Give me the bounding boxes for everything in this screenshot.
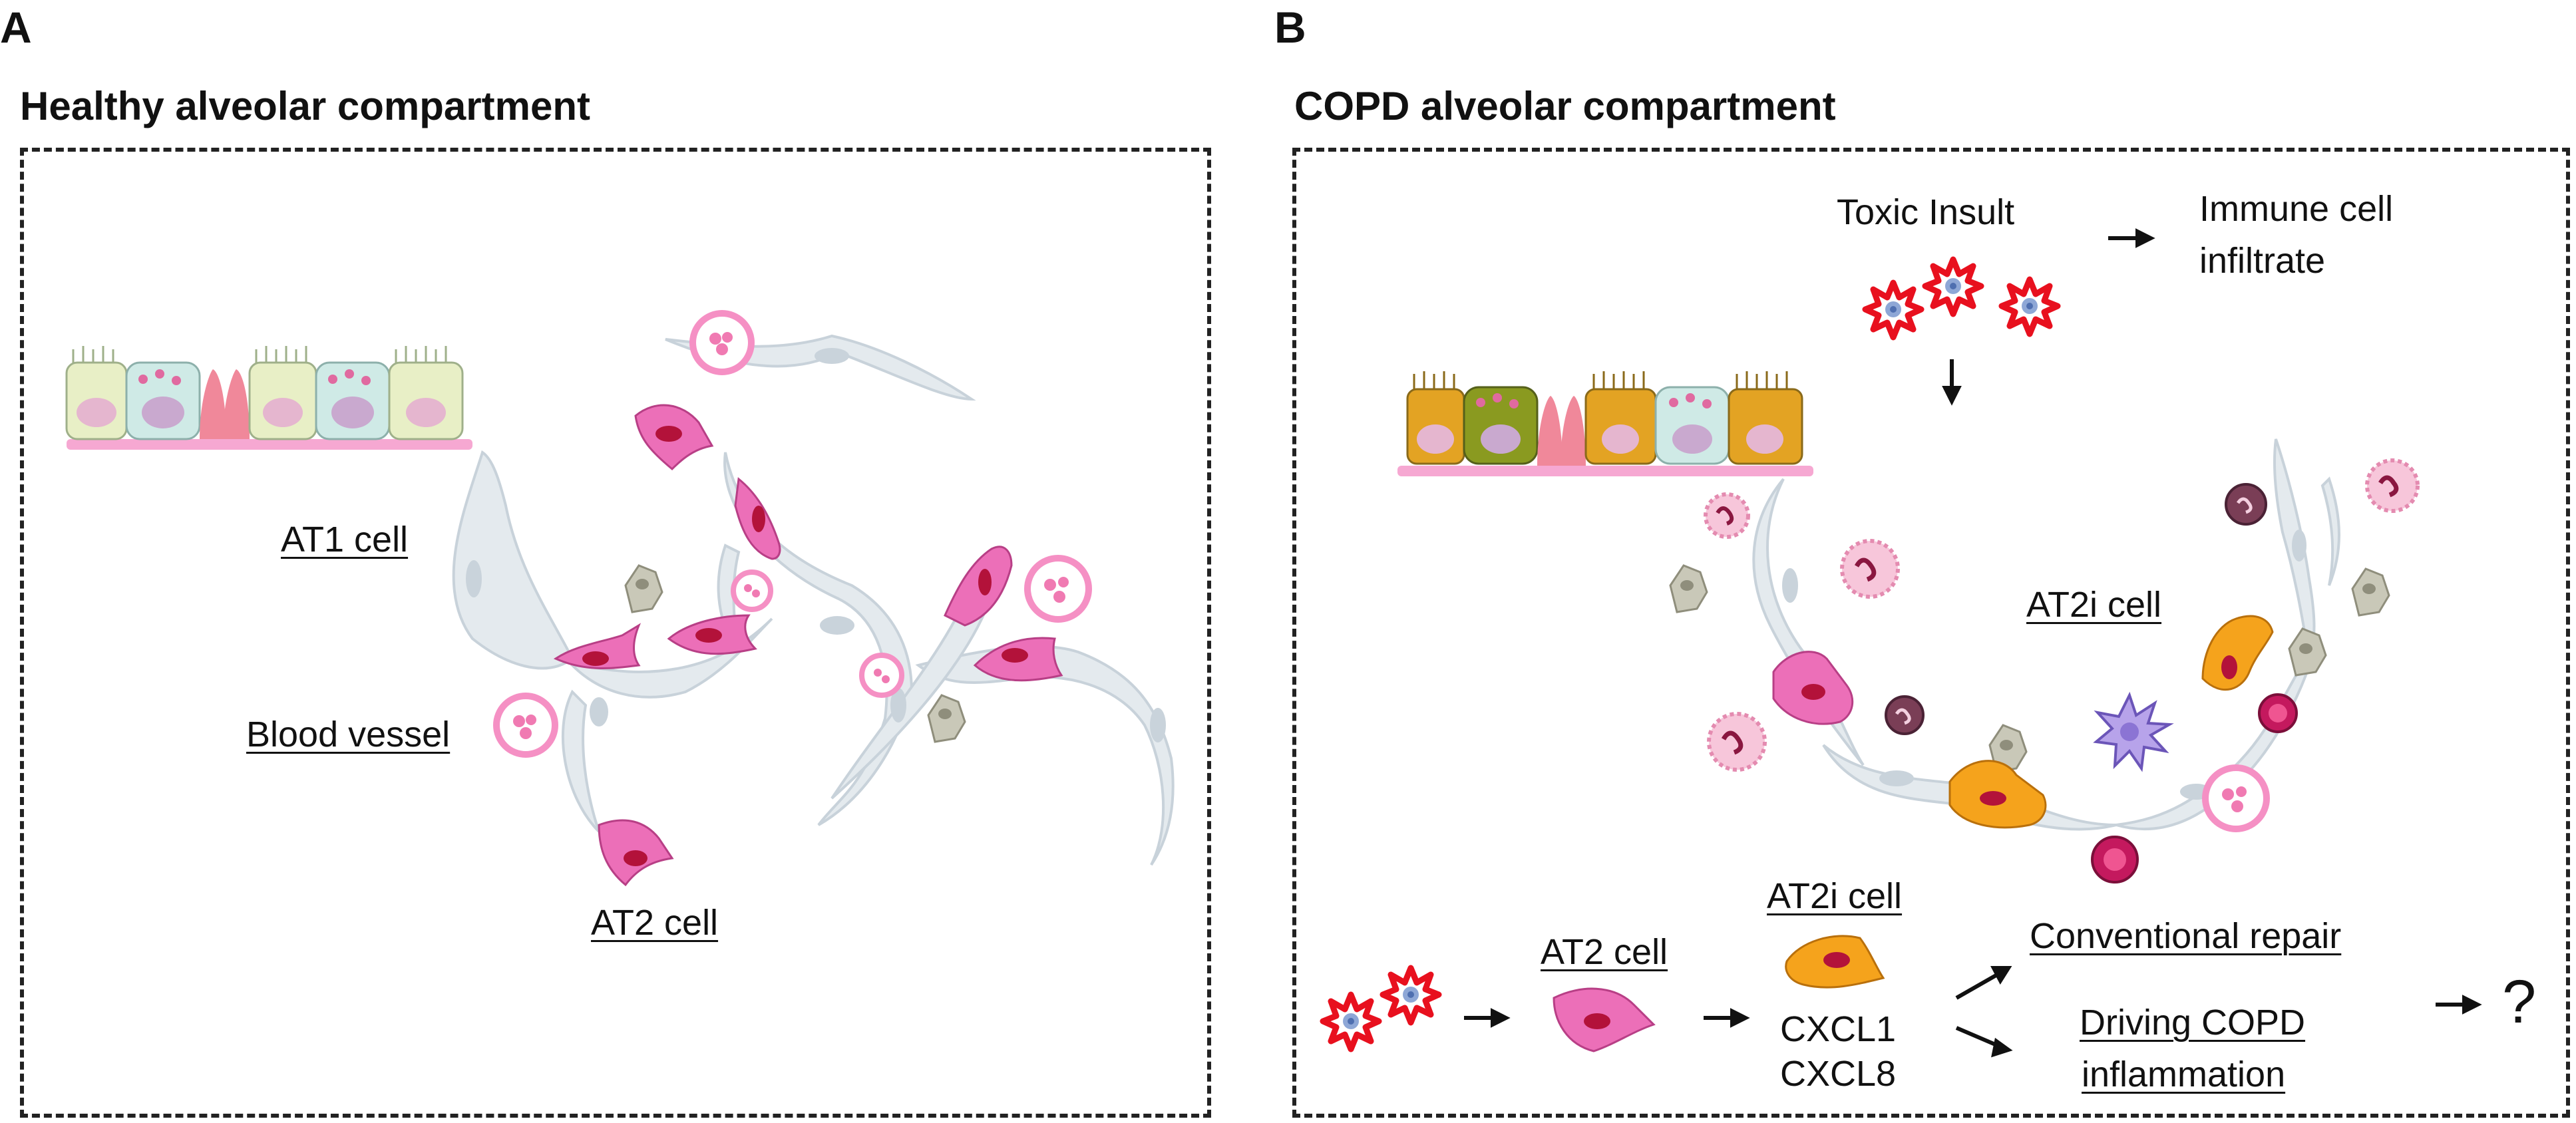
neutrophil [1842,541,1898,597]
label-inflammation: inflammation [2082,1055,2285,1094]
label-cxcl8: CXCL8 [1780,1054,1896,1094]
pathway-arrow-up-head [1994,968,2008,981]
label-driving-copd: Driving COPD [2080,1003,2305,1043]
neutrophil [2367,460,2418,511]
dendritic-cell [2096,695,2169,768]
lymphocyte [2092,837,2137,882]
toxic-particle [1323,995,1379,1049]
label-at2-cell-pathway: AT2 cell [1541,933,1668,972]
toxic-particle [1925,259,1981,314]
pathway-at2-cell [1554,989,1654,1051]
pathway-arrow-2-head [1732,1011,1746,1025]
granulocyte [1886,697,1923,734]
label-at2i-cell-center: AT2i cell [2026,585,2161,625]
copd-at2-cell [1773,652,1853,724]
neutrophil [1706,494,1748,537]
question-mark: ? [2502,971,2536,1033]
arrow-to-immune-head [2137,232,2151,245]
pathway-bursts [1323,968,1439,1049]
pathway-at2i-cell [1786,936,1883,987]
toxic-particle [2002,279,2058,334]
label-toxic-insult: Toxic Insult [1837,193,2014,232]
label-conventional-repair: Conventional repair [2030,917,2341,956]
lymphocyte [2259,695,2297,732]
blood-vessel [2205,768,2267,829]
neutrophil [1709,714,1765,770]
label-immune-line2: infiltrate [2199,241,2325,281]
pathway-arrow-3-head [2464,998,2478,1011]
toxic-particle [1865,283,1921,337]
arrow-down-head [1945,388,1958,401]
toxic-insult-particles [1865,259,2058,337]
label-cxcl1: CXCL1 [1780,1010,1896,1049]
label-at2i-cell-pathway: AT2i cell [1767,877,1902,916]
granulocyte [2226,484,2266,524]
copd-airway-epithelium [1397,371,1813,476]
pathway-arrow-down-head [1994,1041,2008,1054]
toxic-particle [1383,968,1439,1023]
at1-cell [2322,479,2339,585]
label-immune-line1: Immune cell [2199,190,2393,229]
at2i-cell [2203,616,2273,690]
pathway-arrow-1-head [1493,1011,1506,1025]
